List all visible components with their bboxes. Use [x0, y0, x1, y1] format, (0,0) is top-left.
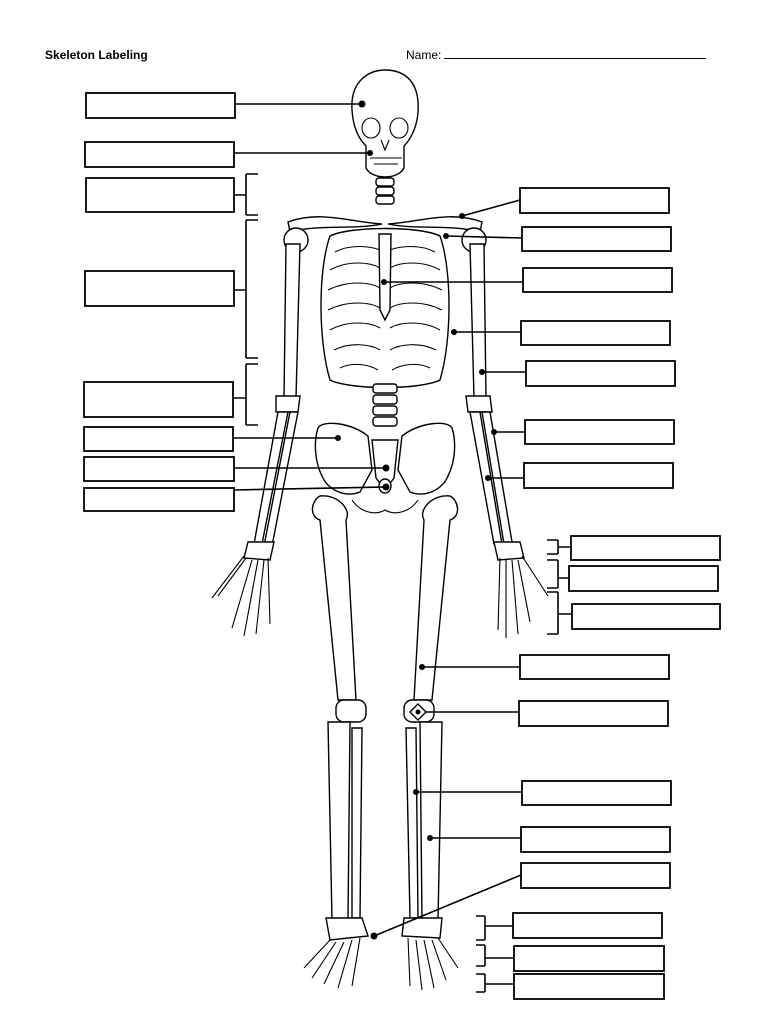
right-labels [370, 187, 721, 1000]
label-box-sacrum[interactable] [83, 456, 235, 482]
label-box-phalanges-hand[interactable] [571, 603, 721, 630]
label-box-elbow[interactable] [525, 360, 676, 387]
label-box-radius[interactable] [524, 419, 675, 445]
label-box-clavicle[interactable] [519, 187, 670, 214]
humerus-right [469, 243, 487, 399]
label-box-thoracic-vertebrae[interactable] [84, 270, 235, 307]
skeleton-figure [211, 69, 549, 991]
label-box-fibula[interactable] [520, 826, 671, 853]
name-label: Name: [406, 48, 442, 62]
label-box-cervical-vertebrae[interactable] [85, 177, 235, 213]
label-box-metatarsals[interactable] [513, 945, 665, 972]
label-box-skull[interactable] [85, 92, 236, 119]
label-box-phalanges-foot[interactable] [513, 973, 665, 1000]
humerus-left [283, 243, 301, 399]
label-box-scapula[interactable] [521, 226, 672, 252]
skull [351, 69, 419, 178]
name-blank-line[interactable] [444, 48, 707, 59]
label-box-lumbar-vertebrae[interactable] [83, 381, 234, 418]
left-labels [83, 92, 390, 512]
label-box-carpals[interactable] [570, 535, 721, 561]
label-box-metacarpals[interactable] [568, 565, 719, 592]
label-box-tarsals[interactable] [512, 912, 663, 939]
label-box-sternum[interactable] [522, 267, 673, 293]
name-field[interactable]: Name: [406, 48, 707, 62]
label-box-ulna[interactable] [523, 462, 674, 489]
sternum [378, 233, 392, 322]
label-box-femur[interactable] [519, 654, 670, 680]
worksheet-title: Skeleton Labeling [45, 48, 148, 62]
label-box-coccyx[interactable] [83, 487, 235, 512]
label-box-mandible[interactable] [84, 141, 235, 168]
label-box-humerus[interactable] [520, 320, 671, 346]
label-box-tibia[interactable] [521, 780, 672, 806]
label-box-ankle[interactable] [520, 862, 671, 889]
femur-left [311, 495, 357, 701]
pelvis [314, 422, 373, 495]
label-box-patella[interactable] [518, 700, 669, 727]
label-box-ilium[interactable] [83, 426, 234, 452]
